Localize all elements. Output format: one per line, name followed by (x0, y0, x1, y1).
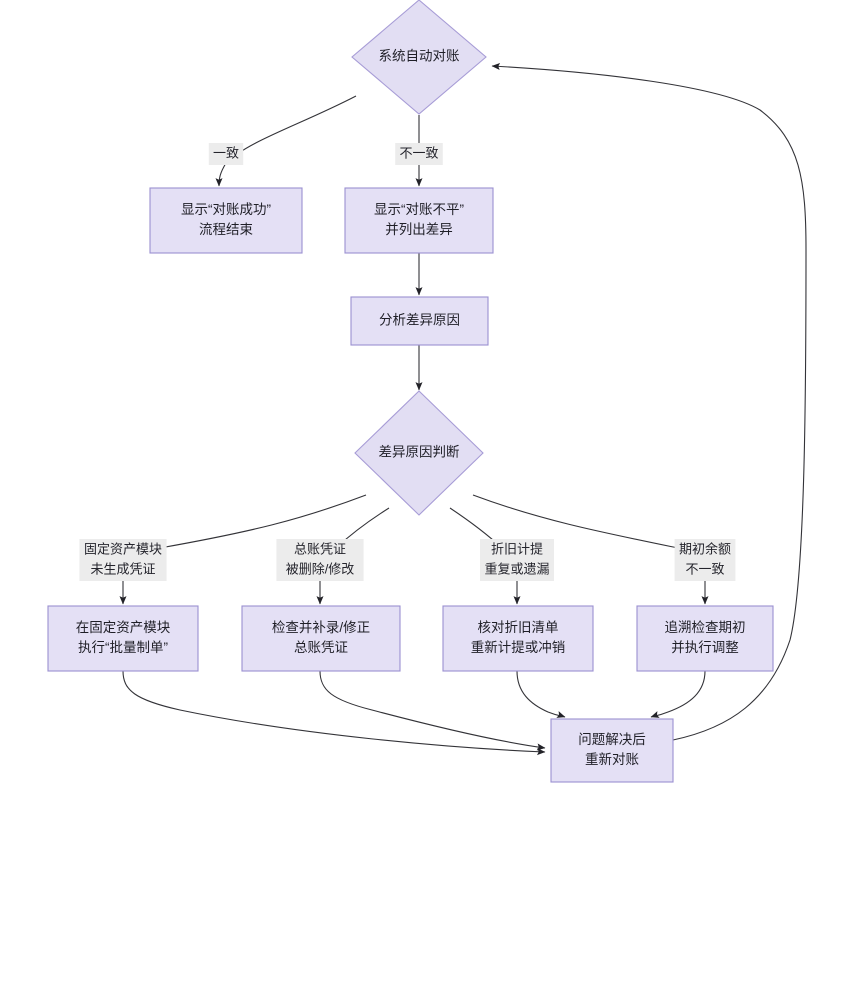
flow-edge-14 (319, 670, 546, 751)
node-n4-label-line-1: 分析差异原因 (379, 313, 460, 328)
node-n7-label-line-1: 检查并补录/修正 (272, 620, 370, 635)
process-shape (149, 187, 303, 254)
edge-label-background (208, 143, 244, 165)
process-shape (636, 605, 774, 672)
edge-label-l2: 不一致 (395, 143, 443, 165)
process-shape (550, 718, 674, 783)
edge-label-l1: 一致 (208, 143, 244, 165)
edge-label-background (395, 143, 443, 165)
edge-label-l2-text-line-1: 不一致 (399, 145, 438, 160)
edge-label-background (79, 539, 167, 581)
node-n3-label-line-1: 显示“对账不平” (374, 202, 464, 217)
edge-label-l4-text-line-2: 被删除/修改 (286, 561, 355, 576)
flow-edge-13 (122, 670, 546, 756)
process-shape (442, 605, 594, 672)
node-n2-label-line-2: 流程结束 (199, 222, 253, 237)
edges-group (119, 62, 807, 756)
edge-label-background (674, 539, 736, 581)
node-n7-label-line-2: 总账凭证 (294, 640, 348, 655)
edge-label-background (276, 539, 364, 581)
edge-label-l6-text-line-1: 期初余额 (679, 541, 731, 556)
node-n9-label-line-2: 并执行调整 (671, 640, 739, 655)
flow-edge-17 (491, 62, 807, 741)
edge-label-l5-text-line-2: 重复或遗漏 (484, 561, 549, 576)
node-n1-label-line-1: 系统自动对账 (379, 49, 460, 64)
node-n6-label-line-1: 在固定资产模块 (76, 620, 171, 635)
edge-label-l3-text-line-1: 固定资产模块 (84, 541, 162, 556)
node-n3-label-line-2: 并列出差异 (385, 222, 453, 237)
node-n10-label-line-1: 问题解决后 (578, 732, 646, 747)
flow-node-n1[interactable]: 系统自动对账 (351, 0, 487, 115)
flow-edge-1 (215, 95, 357, 187)
flow-node-n4[interactable]: 分析差异原因 (350, 296, 489, 346)
edge-labels-group: 一致不一致固定资产模块未生成凭证总账凭证被删除/修改折旧计提重复或遗漏期初余额不… (79, 143, 736, 581)
flow-edge-16 (650, 670, 706, 718)
node-n8-label-line-2: 重新计提或冲销 (471, 640, 566, 655)
flow-node-n2[interactable]: 显示“对账成功” 流程结束 (149, 187, 303, 254)
decision-shape (354, 390, 484, 516)
process-shape (241, 605, 401, 672)
node-n6-label-line-2: 执行“批量制单” (78, 640, 168, 655)
node-n10-label-line-2: 重新对账 (585, 752, 639, 767)
flow-node-n5[interactable]: 差异原因判断 (354, 390, 484, 516)
node-n2-label-line-1: 显示“对账成功” (181, 202, 271, 217)
decision-shape (351, 0, 487, 115)
edge-label-l4-text-line-1: 总账凭证 (294, 541, 346, 556)
edge-label-background (480, 539, 554, 581)
node-n5-label-line-1: 差异原因判断 (379, 445, 460, 460)
node-n9-label-line-1: 追溯检查期初 (665, 619, 746, 635)
process-shape (344, 187, 494, 254)
edge-label-l6-text-line-2: 不一致 (685, 561, 724, 576)
flow-node-n3[interactable]: 显示“对账不平” 并列出差异 (344, 187, 494, 254)
node-n8-label-line-1: 核对折旧清单 (478, 620, 559, 635)
edge-label-l5-text-line-1: 折旧计提 (491, 541, 543, 556)
process-shape (350, 296, 489, 346)
edge-label-l1-text-line-1: 一致 (213, 145, 239, 160)
edge-label-l3-text-line-2: 未生成凭证 (90, 561, 155, 576)
process-shape (47, 605, 199, 672)
flow-edge-15 (516, 670, 566, 718)
